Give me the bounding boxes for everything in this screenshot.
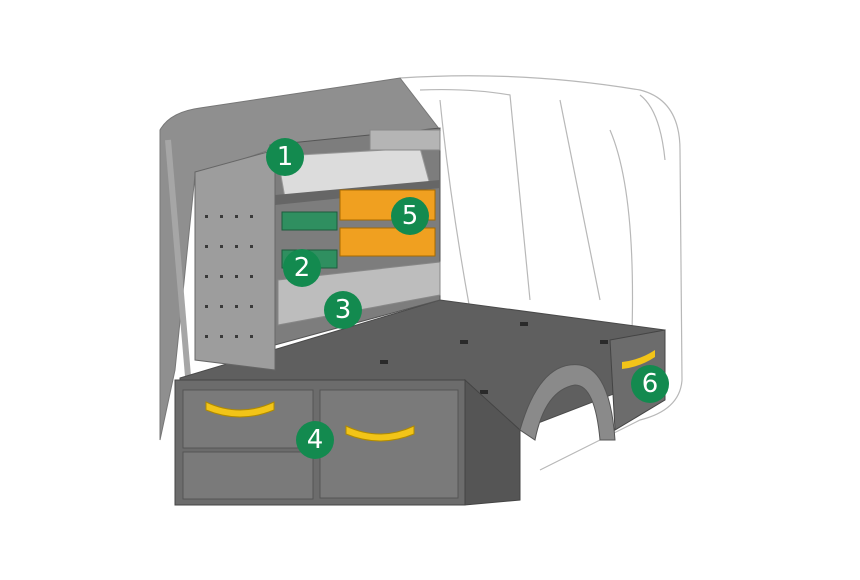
shelving-unit [194,127,441,371]
van-left-wall [159,77,441,441]
callout-badge-5: 5 [391,197,429,235]
wheel-arch [519,364,616,441]
callout-badge-2: 2 [283,249,321,287]
callout-badge-3: 3 [324,291,362,329]
callout-badge-4: 4 [296,421,334,459]
drawer-handle [345,425,415,442]
callout-badge-6: 6 [631,365,669,403]
callout-badge-1: 1 [266,138,304,176]
drawer-handle [205,401,275,418]
drawer-handle [622,350,655,369]
